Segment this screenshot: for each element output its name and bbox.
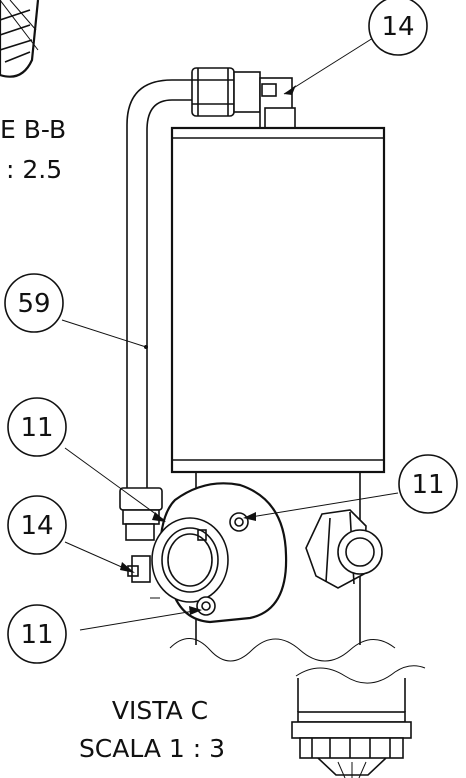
screw-right: [229, 512, 249, 532]
top-elbow-fitting: [191, 67, 296, 131]
svg-text:59: 59: [17, 289, 50, 319]
leader-11-bottom: [79, 609, 201, 631]
view-scale: SCALA 1 : 3: [79, 734, 225, 763]
cylinder-body: [170, 126, 386, 474]
left-fitting: [119, 487, 163, 583]
svg-text:11: 11: [20, 413, 53, 443]
svg-text:11: 11: [20, 620, 53, 650]
leader-14-top: [283, 37, 374, 95]
balloon-11-left: 11: [7, 397, 67, 457]
view-title: VISTA C: [112, 696, 208, 725]
flange-manifold: [150, 482, 288, 624]
section-label-line2: : 2.5: [6, 155, 62, 184]
balloon-11-right: 11: [398, 454, 458, 514]
partial-detail-top-left: [0, 0, 40, 78]
balloon-59: 59: [4, 273, 64, 333]
svg-text:14: 14: [20, 511, 53, 541]
leader-lines: [61, 37, 399, 631]
leader-11-left: [64, 447, 165, 521]
view-title-block: VISTA C SCALA 1 : 3: [79, 696, 225, 763]
screw-bottom: [196, 596, 216, 616]
bottom-nozzle: [291, 678, 412, 778]
section-label-line1: E B-B: [0, 115, 66, 144]
leader-59: [61, 319, 147, 348]
balloon-14-top: 14: [368, 0, 428, 56]
svg-text:11: 11: [411, 470, 444, 500]
balloon-14-left: 14: [7, 495, 67, 555]
svg-text:14: 14: [381, 12, 414, 42]
right-hex-fitting: [305, 509, 383, 589]
section-label: E B-B : 2.5: [0, 115, 66, 184]
balloon-11-bottom: 11: [7, 604, 67, 664]
leader-11-right: [244, 492, 399, 519]
